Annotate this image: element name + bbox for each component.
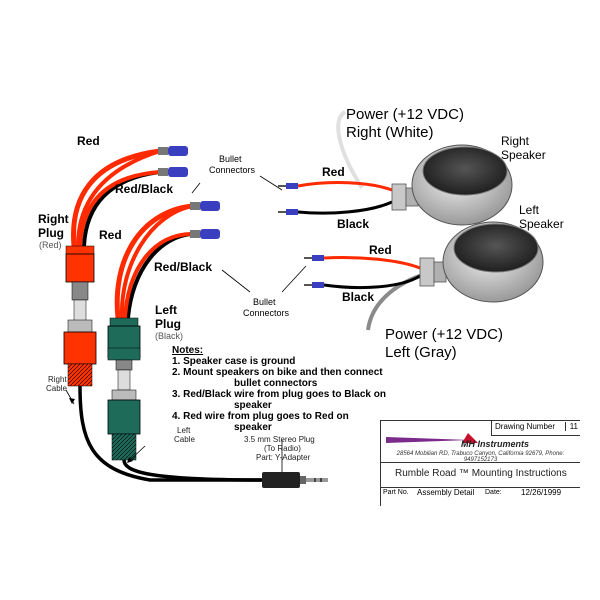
- white-power-wire: [336, 110, 364, 190]
- label-right-plug: Right: [38, 212, 69, 226]
- label-power-right: Power (+12 VDC): [346, 106, 464, 123]
- note-4-cont: speaker: [234, 422, 272, 433]
- label-rs-black: Black: [337, 217, 370, 231]
- company-address: 28564 Mobilian RD, Trabuco Canyon, Calif…: [396, 451, 565, 463]
- label-left-cable: Left: [177, 426, 191, 435]
- drawing-number-cell: Drawing Number 11: [491, 421, 580, 436]
- label-red-black-mid: Red/Black: [154, 260, 213, 274]
- date-label: Date:: [485, 489, 502, 496]
- company-logo-mark: [386, 433, 478, 443]
- left-plug: [107, 317, 141, 461]
- note-3: 3. Red/Black wire from plug goes to Blac…: [172, 389, 386, 400]
- right-speaker: [278, 110, 513, 226]
- label-red-top: Red: [77, 134, 100, 148]
- note-4: 4. Red wire from plug goes to Red on: [172, 411, 349, 422]
- rs-black-wire: [297, 200, 393, 215]
- label-left-plug-2: Plug: [155, 317, 181, 331]
- left-red-black-wire-2: [123, 232, 193, 319]
- ls-black-wire: [323, 274, 421, 290]
- left-cable: [122, 459, 263, 482]
- label-right-cable: Right: [48, 375, 67, 384]
- note-1: 1. Speaker case is ground: [172, 356, 296, 367]
- right-cable-arrow: [69, 398, 75, 404]
- label-right-speaker: Right: [501, 134, 530, 148]
- left-red-wire-2: [119, 204, 193, 319]
- label-left-speaker-2: Speaker: [519, 217, 564, 231]
- label-right-cable-2: Cable: [46, 384, 67, 393]
- part-no-value: Assembly Detail: [417, 488, 475, 497]
- label-power-left-2: Left (Gray): [385, 344, 457, 361]
- bullet-connector-top-2: [158, 167, 188, 177]
- label-ls-black: Black: [342, 290, 375, 304]
- stereo-plug: [262, 472, 328, 488]
- right-plug-wire-bundle: [71, 148, 161, 247]
- label-right-plug-color: (Red): [39, 240, 62, 250]
- right-red-black-wire-2: [78, 170, 161, 247]
- label-rs-red: Red: [322, 165, 345, 179]
- label-right-plug-2: Plug: [38, 226, 64, 240]
- rs-red-wire: [297, 181, 393, 192]
- left-speaker: [304, 221, 544, 331]
- date-value: 12/26/1999: [521, 488, 562, 497]
- bullet-connector-mid-2: [190, 229, 220, 239]
- ls-red-wire: [323, 256, 421, 270]
- right-red-wire: [71, 148, 161, 247]
- title-block: Drawing Number 11 MH Instruments 28564 M…: [380, 420, 580, 506]
- right-red-wire-2: [76, 149, 161, 247]
- label-left-speaker: Left: [519, 203, 540, 217]
- label-right-speaker-2: Speaker: [501, 148, 546, 162]
- label-left-plug: Left: [155, 303, 177, 317]
- label-power-left: Power (+12 VDC): [385, 326, 503, 343]
- left-plug-wire-bundle: [114, 203, 193, 319]
- bullet-connector-mid-1: [190, 201, 220, 211]
- title-block-divider: [381, 462, 580, 463]
- label-stereo-plug-2: (To Radio): [264, 444, 301, 453]
- label-red-black-top: Red/Black: [115, 182, 174, 196]
- bullet-connector-top-1: [158, 146, 188, 156]
- label-ls-red: Red: [369, 243, 392, 257]
- label-power-right-2: Right (White): [346, 124, 434, 141]
- note-2: 2. Mount speakers on bike and then conne…: [172, 367, 383, 378]
- right-plug: [63, 245, 97, 387]
- label-red-mid: Red: [99, 228, 122, 242]
- label-bullet-bottom: Bullet: [253, 297, 276, 307]
- note-3-cont: speaker: [234, 400, 272, 411]
- note-2-cont: bullet connectors: [234, 378, 318, 389]
- drawing-number-label: Drawing Number: [495, 422, 556, 431]
- label-left-cable-2: Cable: [174, 435, 195, 444]
- notes-block: Notes: 1. Speaker case is ground 2. Moun…: [172, 345, 386, 433]
- drawing-title: Rumble Road ™ Mounting Instructions: [395, 468, 567, 479]
- part-no-label: Part No.: [383, 489, 409, 496]
- title-block-divider-2: [381, 487, 580, 488]
- left-cable-arrow: [127, 457, 133, 463]
- company-name: MH Instruments: [461, 439, 530, 449]
- right-cable: [78, 385, 262, 482]
- label-bullet-bottom-2: Connectors: [243, 308, 290, 318]
- notes-heading: Notes:: [172, 345, 204, 356]
- label-bullet-top: Bullet: [219, 154, 242, 164]
- label-stereo-plug-3: Part: Y-Adapter: [256, 453, 311, 462]
- label-stereo-plug: 3.5 mm Stereo Plug: [244, 435, 315, 444]
- label-left-plug-color: (Black): [155, 331, 184, 341]
- label-bullet-top-2: Connectors: [209, 165, 256, 175]
- drawing-number-value: 11: [564, 422, 578, 431]
